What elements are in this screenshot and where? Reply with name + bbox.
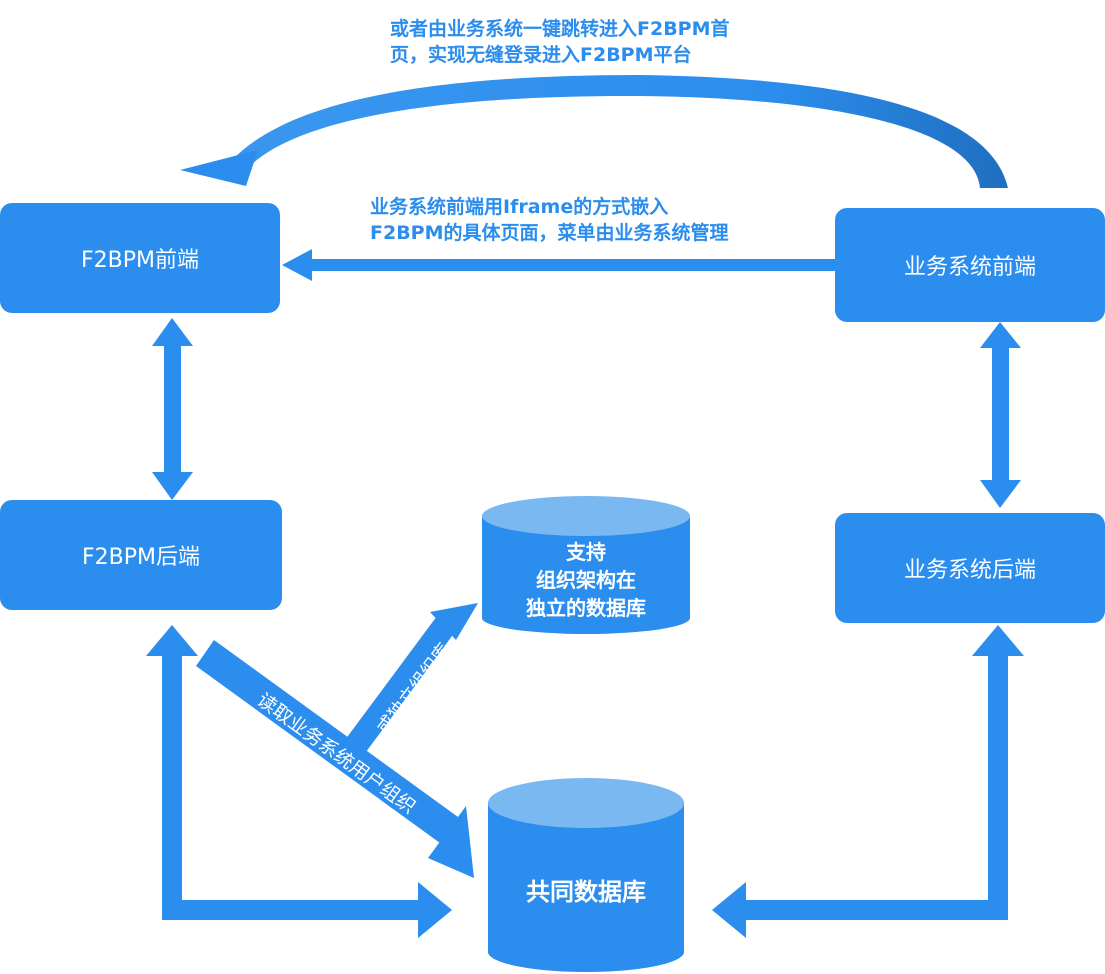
shared-db-label: 共同数据库 <box>488 872 684 907</box>
top-caption-line2: 页，实现无缝登录进入F2BPM平台 <box>390 44 692 66</box>
node-biz-front-label: 业务系统前端 <box>903 255 1036 280</box>
mid-caption-line2: F2BPM的具体页面，菜单由业务系统管理 <box>370 222 729 244</box>
independent-db-line2: 组织架构在 <box>536 568 636 592</box>
mid-caption-line1: 业务系统前端用Iframe的方式嵌入 <box>370 196 669 218</box>
node-f2bpm-front: F2BPM前端 <box>0 203 280 313</box>
biz-front-back-double-arrow <box>980 322 1021 508</box>
node-biz-back: 业务系统后端 <box>835 513 1105 623</box>
node-f2bpm-front-label: F2BPM前端 <box>81 248 199 273</box>
f2bpm-back-to-shared-db-arrow <box>146 625 452 938</box>
shared-db-label-text: 共同数据库 <box>526 878 646 906</box>
node-f2bpm-back-label: F2BPM后端 <box>82 545 200 570</box>
read-org-diagonal-arrow <box>196 640 474 878</box>
biz-back-to-shared-db-arrow <box>712 625 1024 938</box>
top-caption: 或者由业务系统一键跳转进入F2BPM首 页，实现无缝登录进入F2BPM平台 <box>390 16 730 68</box>
curved-jump-arrow <box>180 75 1008 188</box>
mid-caption: 业务系统前端用Iframe的方式嵌入 F2BPM的具体页面，菜单由业务系统管理 <box>370 194 729 246</box>
independent-database <box>482 496 690 634</box>
top-caption-line1: 或者由业务系统一键跳转进入F2BPM首 <box>390 18 730 40</box>
independent-org-diagonal-arrow <box>342 603 478 760</box>
independent-db-line1: 支持 <box>566 540 606 564</box>
node-f2bpm-back: F2BPM后端 <box>0 500 282 610</box>
shared-database <box>488 778 684 972</box>
node-biz-front: 业务系统前端 <box>835 208 1105 322</box>
independent-db-label: 支持 组织架构在 独立的数据库 <box>482 538 690 622</box>
independent-db-line3: 独立的数据库 <box>526 596 646 620</box>
iframe-embed-arrow <box>282 249 836 281</box>
f2bpm-front-back-double-arrow <box>152 318 193 500</box>
node-biz-back-label: 业务系统后端 <box>903 558 1036 583</box>
